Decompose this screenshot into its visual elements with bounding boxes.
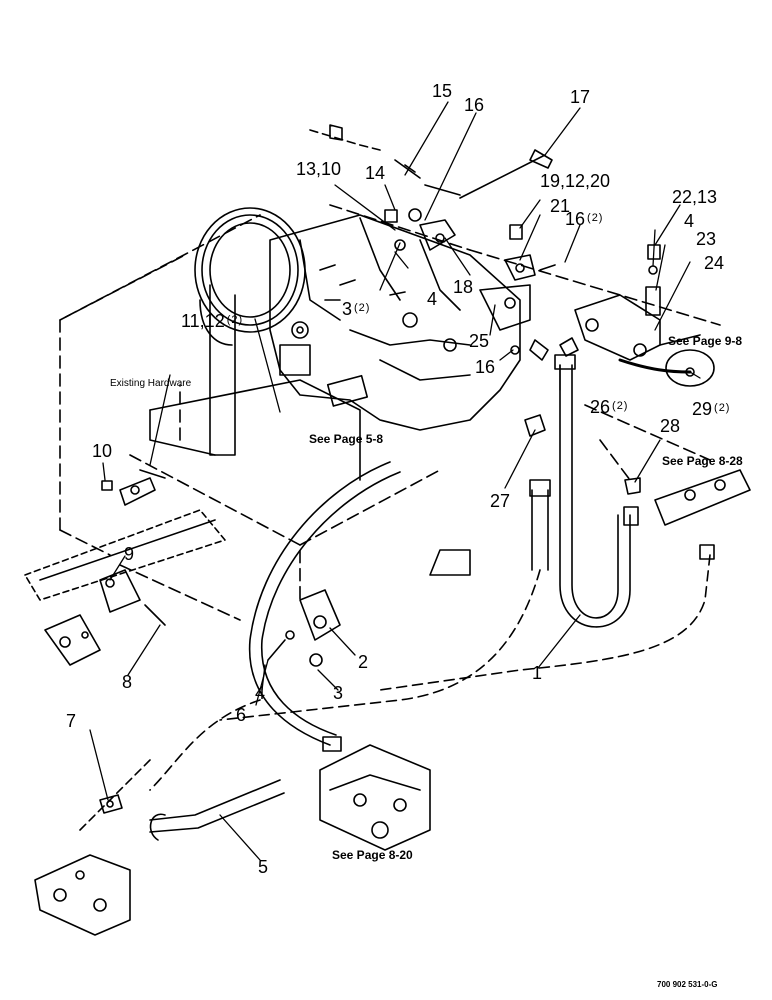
callout-2: 2 [358,652,369,672]
existing-hardware-label: Existing Hardware [110,378,192,389]
callout-7: 7 [66,711,77,731]
callout-18: 18 [453,277,474,297]
hydraulic-hoses [149,337,751,791]
lower-bracket [267,589,341,667]
callout-1: 1 [532,663,543,683]
lower-valve [34,744,431,936]
see-page-9-8: See Page 9-8 [668,334,743,348]
callout-27: 27 [490,491,511,511]
callout-3-qty-number: 3 [342,299,353,319]
callout-9: 9 [124,544,135,564]
callout-21: 21 [550,196,571,216]
callout-16-qty-number: 16 [565,209,586,229]
callout-4-mid: 4 [427,289,438,309]
callout-11-12-count: (2) [226,314,244,326]
existing-hardware-parts [24,469,226,666]
callout-23: 23 [696,229,717,249]
callout-13-10: 13,10 [296,159,342,179]
control-valve [574,294,715,387]
callout-16-top: 16 [464,95,485,115]
callout-29-qty-number: 29 [692,399,713,419]
callout-22-13: 22,13 [672,187,718,207]
callout-3-qty: 3(2) [342,300,370,318]
frame-outline [59,204,721,621]
callout-10: 10 [92,441,113,461]
callout-25: 25 [469,331,490,351]
callout-6: 6 [236,705,247,725]
callout-15: 15 [432,81,453,101]
callout-26-qty-number: 26 [590,397,611,417]
callout-29-qty: 29(2) [692,400,730,418]
callout-16-qty-count: (2) [587,212,604,224]
callout-26-qty: 26(2) [590,398,628,416]
callout-4-right: 4 [684,211,695,231]
callout-11-12-qty: 11,12(2) [181,312,243,330]
right-hardware [479,224,661,355]
callout-3-low: 3 [333,683,344,703]
document-number: 700 902 531-0-G [657,980,718,989]
support-bracket [149,284,471,576]
callout-14: 14 [365,163,386,183]
callout-24: 24 [704,253,725,273]
callout-5: 5 [258,857,269,877]
callout-11-12-number: 11,12 [181,311,225,331]
callout-29-qty-count: (2) [714,402,731,414]
callout-17: 17 [570,87,591,107]
callout-4-low: 4 [255,683,266,703]
callout-16-mid: 16 [475,357,496,377]
upper-hardware [309,124,553,251]
pump-assembly [194,207,521,431]
callout-3-qty-count: (2) [354,302,371,314]
callout-16-qty: 16(2) [565,210,603,228]
see-page-8-28: See Page 8-28 [662,454,743,468]
leader-lines [89,101,701,861]
callout-19-12-20: 19,12,20 [540,171,611,191]
see-page-8-20: See Page 8-20 [332,848,413,862]
callout-8: 8 [122,672,133,692]
see-page-5-8: See Page 5-8 [309,432,384,446]
callout-28: 28 [660,416,681,436]
callout-26-qty-count: (2) [612,400,629,412]
